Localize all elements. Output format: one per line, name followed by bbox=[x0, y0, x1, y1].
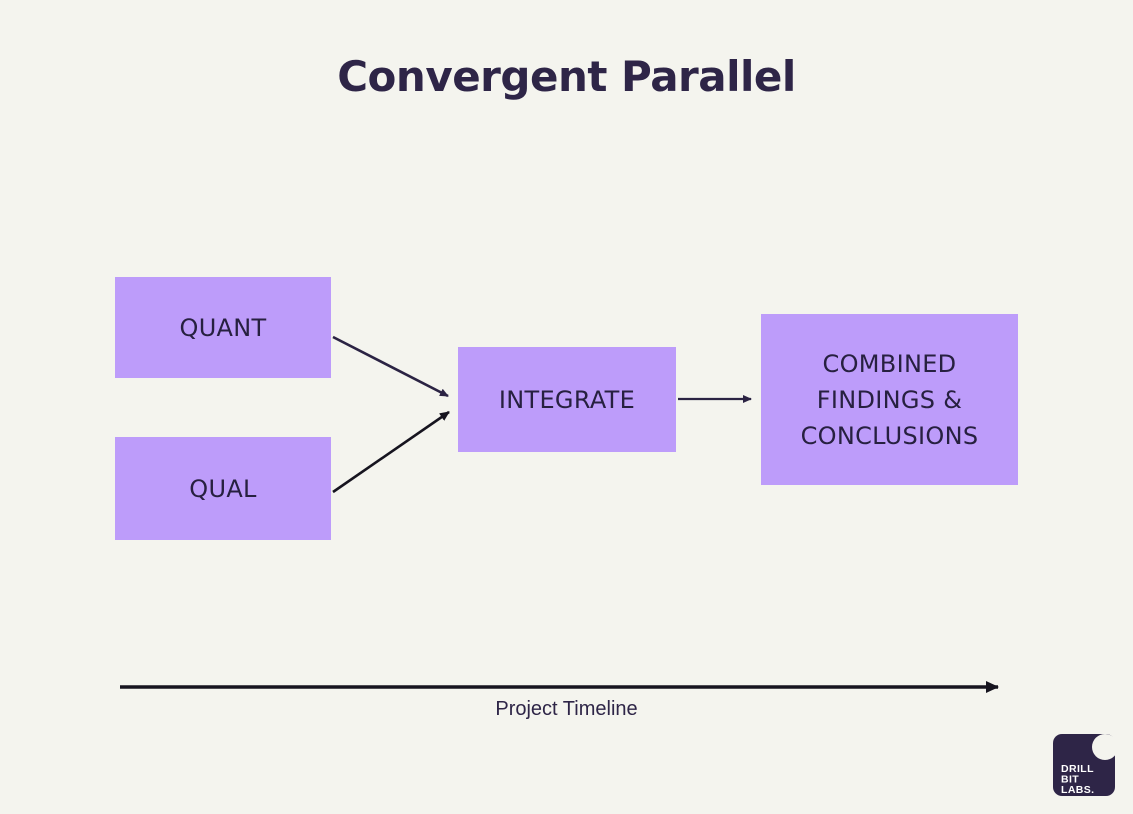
drill-bit-labs-logo: DRILL BIT LABS. bbox=[1053, 734, 1115, 796]
timeline-label: Project Timeline bbox=[495, 698, 638, 720]
node-quant-label: QUANT bbox=[179, 313, 267, 342]
node-combined-label: COMBINED FINDINGS & CONCLUSIONS bbox=[800, 349, 979, 450]
page-title: Convergent Parallel bbox=[337, 52, 796, 101]
logo-text-line2: BIT bbox=[1061, 774, 1079, 786]
edge-quant-integrate bbox=[332, 335, 449, 398]
edge-qual-integrate bbox=[332, 410, 450, 494]
node-combined: COMBINED FINDINGS & CONCLUSIONS bbox=[761, 314, 1018, 485]
logo-shape bbox=[1053, 734, 1115, 796]
logo-text-line1: DRILL bbox=[1061, 763, 1094, 775]
node-integrate-label: INTEGRATE bbox=[498, 385, 636, 414]
node-qual: QUAL bbox=[115, 437, 331, 540]
node-quant: QUANT bbox=[115, 277, 331, 378]
logo-text-line3: LABS. bbox=[1061, 784, 1095, 796]
node-integrate: INTEGRATE bbox=[458, 347, 676, 452]
node-qual-label: QUAL bbox=[189, 474, 257, 503]
